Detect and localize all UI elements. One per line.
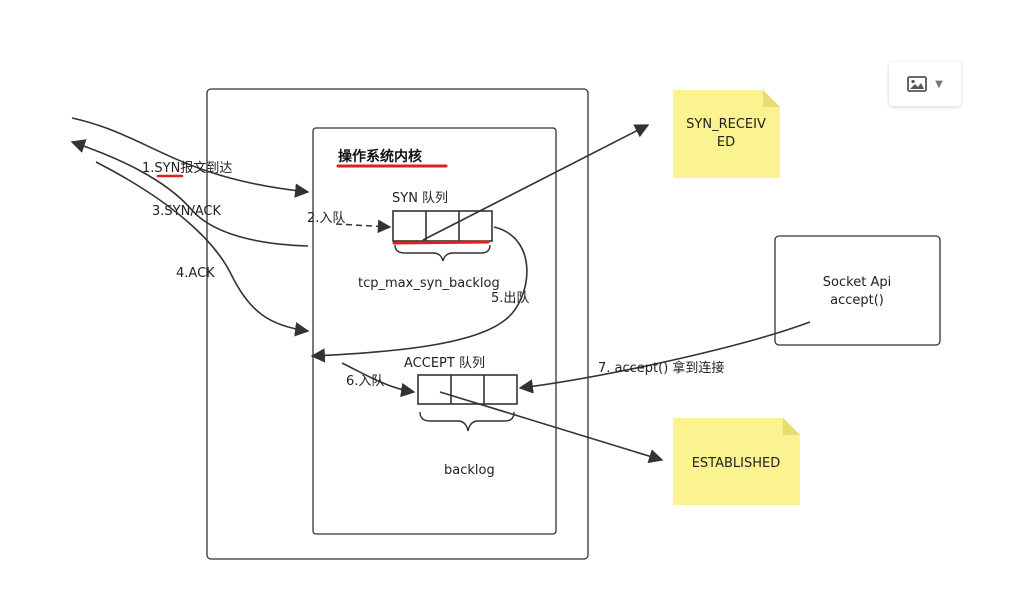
note-syn-received [673, 90, 780, 178]
note-established [673, 418, 800, 505]
syn-queue [392, 210, 493, 242]
accept-queue-label: ACCEPT 队列 [404, 356, 485, 371]
step6-arrow [341, 362, 416, 398]
note-syn-received-line1: SYN_RECEIV [686, 117, 766, 132]
step5-arrow [310, 226, 528, 363]
note-syn-received-line2: ED [717, 135, 735, 150]
syn-queue-label: SYN 队列 [392, 191, 448, 206]
note-established-text: ESTABLISHED [692, 456, 781, 471]
server-box [206, 88, 589, 560]
step2-label: 2.入队 [307, 211, 345, 226]
syn-backlog-label: tcp_max_syn_backlog [358, 276, 500, 291]
backlog-label: backlog [444, 463, 495, 478]
syn-queue-red-underline [392, 240, 490, 245]
step4-arrow [95, 161, 310, 337]
image-icon [907, 76, 928, 92]
insert-image-button[interactable]: ▼ [889, 62, 961, 106]
os-kernel-title: 操作系统内核 [338, 148, 422, 165]
caret-down-icon: ▼ [935, 78, 943, 90]
step7-label: 7. accept() 拿到连接 [598, 360, 724, 376]
step3-label: 3.SYN/ACK [152, 204, 221, 219]
step1-arrow [71, 117, 310, 198]
socket-api-line2: accept() [830, 293, 884, 308]
step6-label: 6.入队 [346, 374, 384, 389]
syn-received-arrow [422, 124, 650, 241]
step4-label: 4.ACK [176, 266, 215, 281]
step2-arrow [335, 219, 392, 234]
os-kernel-box [312, 127, 557, 535]
socket-api-line1: Socket Api [823, 275, 891, 290]
accept-queue [417, 374, 518, 405]
socket-api-box [774, 235, 941, 346]
step7-arrow [518, 321, 811, 394]
syn-backlog-brace [394, 244, 491, 262]
step3-arrow [70, 139, 309, 247]
established-arrow [439, 391, 664, 464]
step1-label: 1.SYN报文到达 [142, 161, 232, 176]
step5-label: 5.出队 [491, 291, 529, 306]
accept-backlog-brace [419, 411, 515, 432]
